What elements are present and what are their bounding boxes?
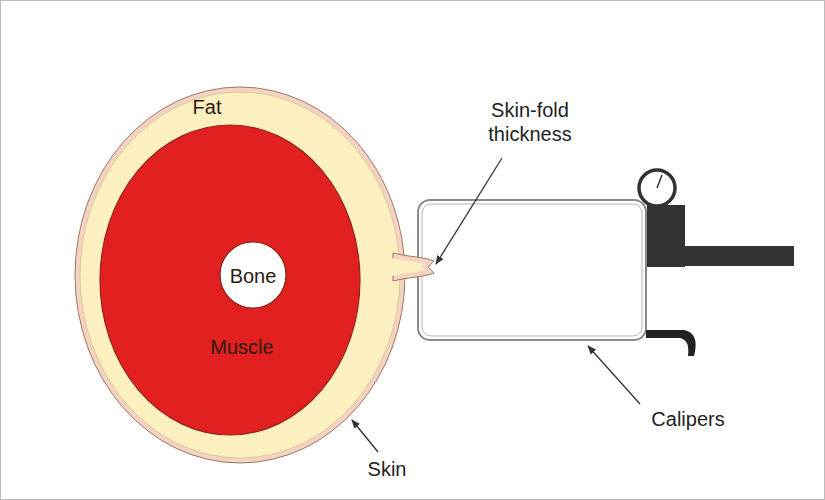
part-name: Fat [193, 96, 222, 119]
leader-line [436, 158, 502, 264]
bone-circle: Bone [219, 241, 287, 309]
skin-label: Skin [355, 457, 419, 481]
fat-layer: FatMuscle Bone [75, 87, 405, 463]
part-name: Muscle [210, 336, 273, 359]
leader-line [352, 420, 378, 452]
part-name: Bone [230, 265, 277, 288]
calipers-drawing [418, 170, 794, 356]
skin-fold-label: Skin-fold thickness [470, 98, 590, 146]
muscle-region: Muscle Bone [100, 125, 360, 435]
leader-line [588, 346, 640, 404]
calipers-label: Calipers [640, 407, 736, 431]
